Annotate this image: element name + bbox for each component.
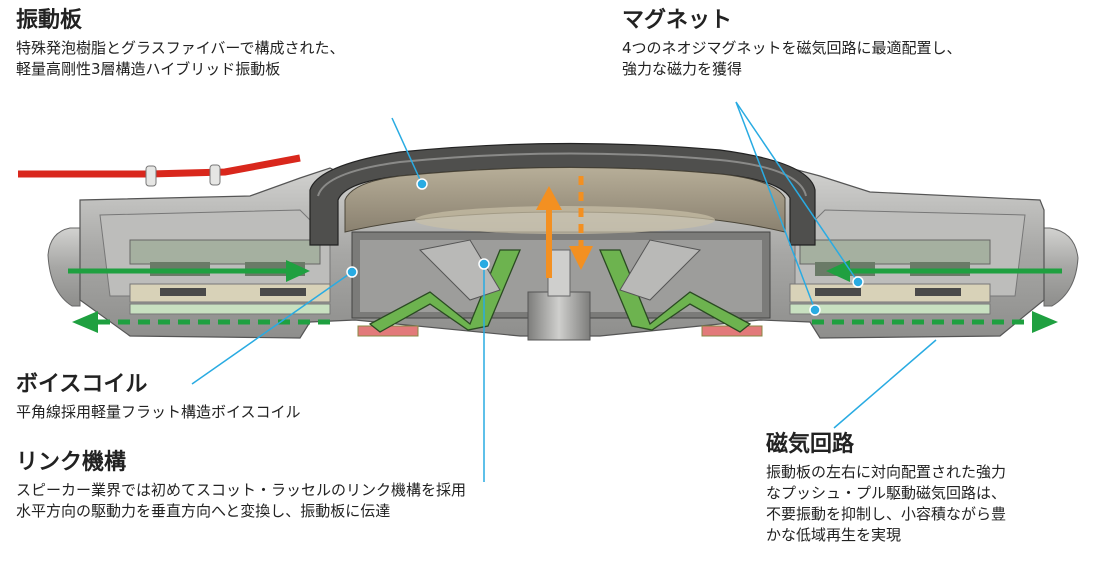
circuit-desc-1: 振動板の左右に対向配置された強力 [766, 463, 1007, 481]
leader-voicecoil [191, 271, 353, 385]
diaphragm-desc-1: 特殊発泡樹脂とグラスファイバーで構成された、 [16, 39, 345, 57]
diaphragm [344, 166, 786, 234]
label-linkage: リンク機構 スピーカー業界では初めてスコット・ラッセルのリンク機構を採用 水平方… [16, 450, 466, 522]
voicecoil-title: ボイスコイル [16, 372, 148, 397]
circuit-desc-4: かな低域再生を実現 [766, 526, 902, 544]
circuit-desc-2: なプッシュ・プル駆動磁気回路は、 [766, 484, 1007, 502]
leader-diaphragm [391, 117, 423, 185]
label-magnet: マグネット 4つのネオジマグネットを磁気回路に最適配置し、 強力な磁力を獲得 [622, 8, 962, 80]
magnet-title: マグネット [622, 8, 733, 33]
linkage-desc-1: スピーカー業界では初めてスコット・ラッセルのリンク機構を採用 [16, 481, 467, 499]
voicecoil-desc-1: 平角線採用軽量フラット構造ボイスコイル [16, 403, 301, 421]
flux-arrows [68, 260, 1062, 333]
circuit-title: 磁気回路 [766, 432, 855, 457]
lead-wire [18, 154, 301, 187]
diaphragm-title: 振動板 [16, 8, 83, 33]
leader-dots [346, 178, 864, 316]
label-diaphragm: 振動板 特殊発泡樹脂とグラスファイバーで構成された、 軽量高剛性3層構造ハイブリ… [16, 8, 345, 80]
diaphragm-desc-2: 軽量高剛性3層構造ハイブリッド振動板 [16, 60, 281, 78]
linkage-desc-2: 水平方向の駆動力を垂直方向へと変換し、振動板に伝達 [16, 502, 391, 520]
linkage-title: リンク機構 [16, 450, 127, 475]
leader-magnet-1 [735, 101, 859, 283]
label-voicecoil: ボイスコイル 平角線採用軽量フラット構造ボイスコイル [16, 372, 301, 423]
circuit-desc-3: 不要振動を抑制し、小容積ながら豊 [766, 505, 1007, 523]
motion-arrows [536, 176, 593, 278]
leader-magnet-2 [735, 101, 816, 311]
label-circuit: 磁気回路 振動板の左右に対向配置された強力 なプッシュ・プル駆動磁気回路は、 不… [766, 432, 1006, 546]
scott-russell-linkage [368, 239, 752, 333]
magnet-desc-1: 4つのネオジマグネットを磁気回路に最適配置し、 [622, 39, 962, 57]
leader-circuit [833, 339, 937, 429]
magnet-desc-2: 強力な磁力を獲得 [622, 60, 743, 78]
leader-lines [191, 101, 937, 482]
